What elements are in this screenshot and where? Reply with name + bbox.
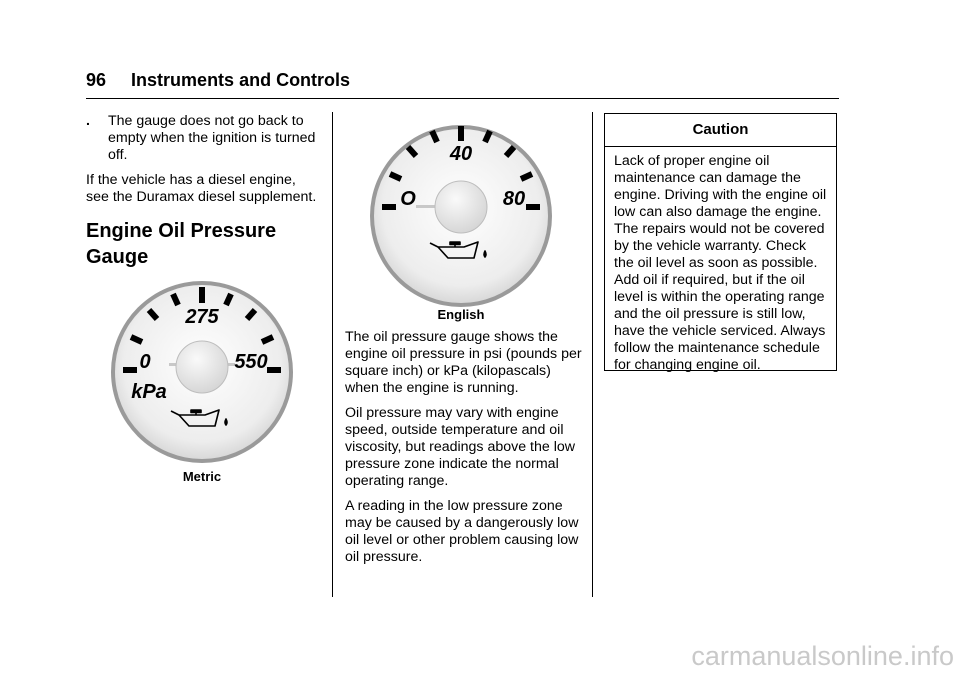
gauge-label-mid: 40 bbox=[449, 143, 472, 165]
caution-title: Caution bbox=[605, 114, 836, 147]
page-number: 96 bbox=[86, 70, 107, 90]
bullet-marker: . bbox=[86, 113, 90, 129]
metric-caption: Metric bbox=[182, 469, 222, 484]
gauge-label-high: 550 bbox=[234, 351, 267, 373]
oil-can-icon bbox=[170, 409, 228, 427]
metric-gauge: 275 0 550 kPa bbox=[111, 281, 293, 463]
column-divider-right bbox=[592, 112, 593, 597]
watermark: carmanualsonline.info bbox=[691, 641, 954, 671]
gauge-unit: kPa bbox=[131, 381, 167, 403]
column-divider-left bbox=[332, 112, 333, 597]
bullet-text: The gauge does not go back to empty when… bbox=[108, 113, 316, 163]
page-header: 96 Instruments and Controls bbox=[86, 70, 350, 91]
heading-line-1: Engine Oil Pressure bbox=[86, 220, 277, 242]
caution-box: Caution Lack of proper engine oil mainte… bbox=[604, 113, 837, 373]
heading-line-2: Gauge bbox=[86, 246, 149, 268]
paragraph: The oil pressure gauge shows the engine … bbox=[345, 329, 582, 396]
left-column: . The gauge does not go back to empty wh… bbox=[86, 113, 321, 270]
gauge-label-high: 80 bbox=[503, 188, 525, 210]
gauge-ticks bbox=[382, 126, 540, 210]
diesel-note: If the vehicle has a diesel engine, see … bbox=[86, 172, 317, 205]
bullet-item: . The gauge does not go back to empty wh… bbox=[86, 113, 321, 164]
section-title: Instruments and Controls bbox=[131, 70, 351, 90]
english-gauge: 40 O 80 bbox=[370, 125, 552, 307]
gauge-label-low: 0 bbox=[139, 351, 150, 373]
caution-text: Lack of proper engine oil maintenance ca… bbox=[614, 153, 827, 373]
header-divider bbox=[86, 98, 839, 99]
oil-can-icon bbox=[429, 241, 487, 259]
section-heading: Engine Oil Pressure Gauge bbox=[86, 218, 321, 270]
gauge-ticks bbox=[123, 287, 281, 373]
middle-column: The oil pressure gauge shows the engine … bbox=[345, 329, 585, 574]
paragraph: A reading in the low pressure zone may b… bbox=[345, 498, 579, 565]
english-caption: English bbox=[437, 307, 485, 322]
gauge-hub bbox=[175, 340, 229, 394]
gauge-hub bbox=[434, 180, 488, 234]
gauge-label-mid: 275 bbox=[184, 306, 219, 328]
gauge-label-low: O bbox=[400, 188, 416, 210]
paragraph: Oil pressure may vary with engine speed,… bbox=[345, 405, 576, 489]
